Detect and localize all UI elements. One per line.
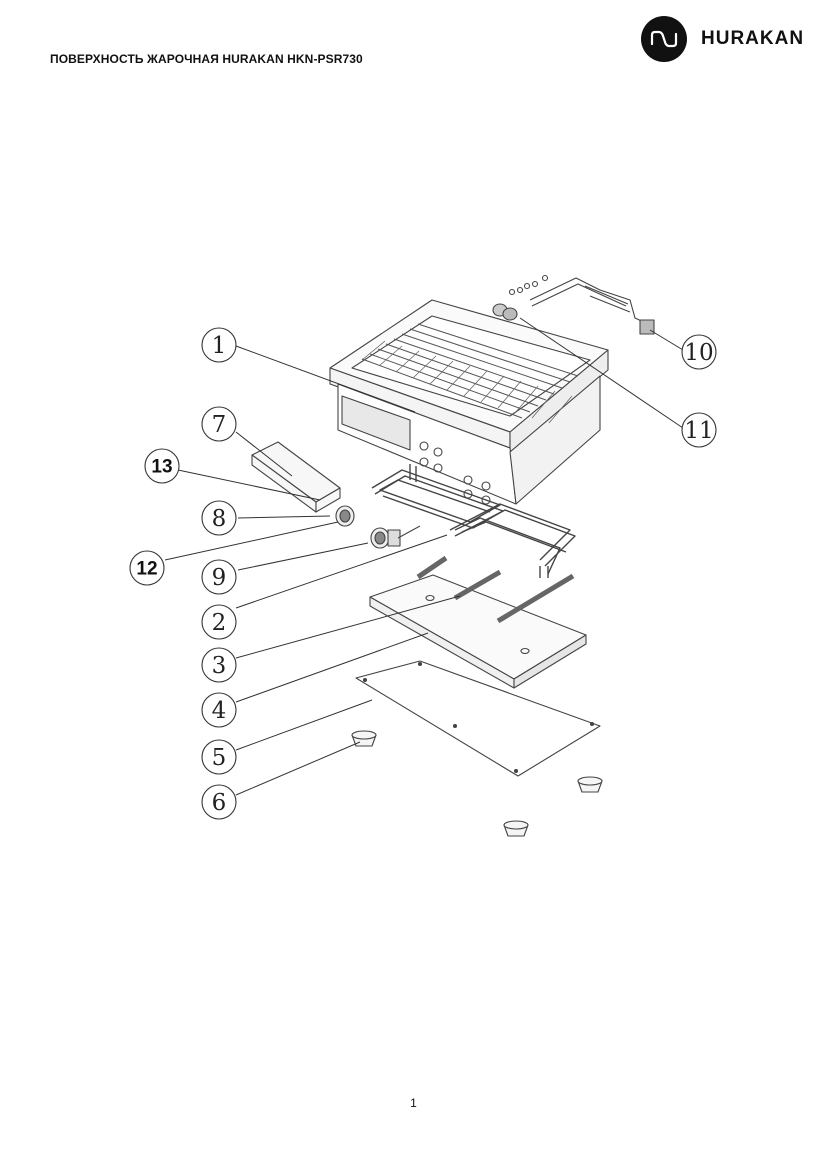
bottom-cover-plate — [355, 660, 601, 777]
brand-header: HURAKAN — [641, 16, 804, 62]
knobs — [335, 505, 421, 549]
callout-9: 9 — [212, 565, 227, 591]
document-title: ПОВЕРХНОСТЬ ЖАРОЧНАЯ HURAKAN HKN-PSR730 — [50, 52, 363, 66]
callout-4: 4 — [212, 698, 227, 724]
callout-13: 13 — [151, 457, 172, 478]
callout-6: 6 — [212, 790, 227, 816]
leader-lines — [164, 317, 684, 796]
heating-elements — [371, 464, 576, 578]
callout-5: 5 — [212, 745, 227, 771]
callout-10: 10 — [684, 340, 713, 366]
power-cord-assembly — [492, 274, 655, 335]
callout-8: 8 — [212, 506, 227, 532]
bottom-tray — [369, 555, 587, 689]
callout-3: 3 — [212, 653, 227, 679]
callout-circles — [129, 327, 717, 820]
page-number: 1 — [410, 1096, 417, 1110]
griddle-body — [329, 299, 609, 505]
brand-name: HURAKAN — [701, 28, 805, 49]
callout-7: 7 — [212, 412, 227, 438]
callout-11: 11 — [684, 418, 713, 444]
callout-1: 1 — [212, 333, 227, 359]
callout-12: 12 — [136, 559, 157, 580]
feet — [351, 730, 603, 837]
hurakan-logo-icon — [641, 16, 687, 62]
grease-drawer — [251, 441, 341, 513]
callout-2: 2 — [212, 610, 227, 636]
